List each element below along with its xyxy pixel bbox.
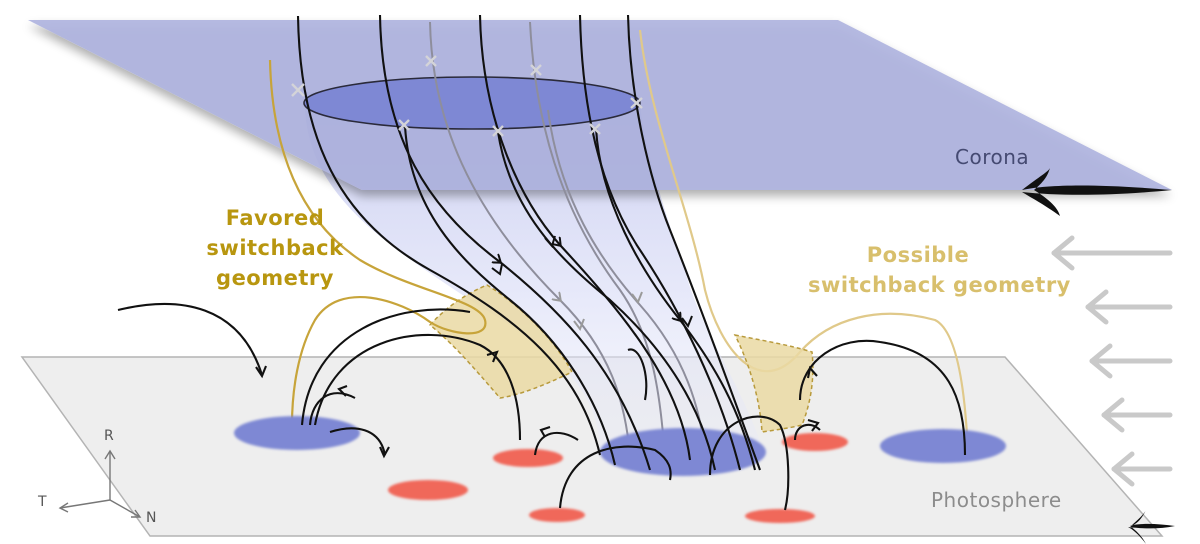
open-line-2 [378, 14, 652, 471]
coordinate-axes [58, 449, 142, 518]
negative-patch-5 [745, 509, 815, 523]
t-axis-label: T [38, 494, 47, 510]
left-arrow-icon [1101, 397, 1173, 433]
r-axis-label: R [104, 428, 114, 444]
favored-switchback-line [268, 59, 487, 426]
reconnection-points [291, 55, 643, 137]
x-mark-icon [398, 119, 410, 131]
field-direction-arrows [491, 235, 693, 332]
n-axis-label: N [146, 510, 157, 526]
open-line-5 [496, 131, 717, 471]
x-mark-icon [492, 125, 504, 137]
x-mark-icon [530, 64, 542, 76]
photosphere-label: Photosphere [931, 488, 1062, 512]
possible-switchback-region [733, 333, 814, 433]
positive-patch-right [880, 429, 1006, 463]
polarity-patches [234, 416, 1006, 523]
x-mark-icon [589, 123, 601, 135]
possible-label-line-2: switchback geometry [808, 273, 1071, 297]
favored-switchback-label: Favored switchback geometry [200, 203, 350, 293]
closed-loops [117, 302, 967, 511]
open-line-4 [478, 14, 692, 461]
loop-to-negative-1 [329, 427, 387, 456]
loop-center-left [558, 445, 672, 509]
open-line-1 [296, 15, 602, 456]
loop-small-center [533, 431, 579, 456]
open-line-3 [403, 125, 617, 466]
left-arrow-icon [1111, 451, 1173, 487]
favored-label-line-3: geometry [216, 266, 334, 290]
x-mark-icon [425, 55, 437, 67]
loop-incoming-left [117, 302, 264, 376]
loop-tiny-right [793, 423, 821, 441]
open-line-7 [594, 127, 757, 471]
loop-spine [627, 348, 648, 401]
possible-label-line-1: Possible [866, 243, 970, 267]
open-line-8 [626, 14, 761, 471]
solar-wind-flow-arrows [1051, 235, 1173, 487]
negative-patch-1 [388, 480, 468, 500]
negative-patch-4 [782, 433, 848, 451]
corona-label: Corona [955, 145, 1030, 169]
positive-patch-center [600, 428, 766, 476]
positive-patch-left [234, 416, 360, 450]
open-field-lines [296, 14, 761, 471]
left-arrow-icon [1085, 289, 1173, 325]
left-arrow-icon [1051, 235, 1173, 271]
negative-patch-3 [529, 508, 585, 522]
photosphere-rotation-arrow [1128, 510, 1175, 544]
loop-tall-left [300, 308, 471, 426]
favored-switchback-region [428, 284, 574, 399]
loop-right [798, 339, 967, 456]
t-axis [59, 499, 111, 509]
x-mark-icon [630, 97, 643, 109]
open-line-6 [578, 14, 742, 471]
loop-center-right [708, 415, 790, 511]
favored-label-line-1: Favored [225, 206, 325, 230]
left-arrow-icon [1089, 343, 1173, 379]
corona-rotation-arrow [1022, 168, 1172, 216]
x-mark-icon [291, 83, 305, 97]
favored-label-line-2: switchback [206, 236, 344, 260]
negative-patch-2 [493, 449, 563, 467]
possible-switchback-label: Possible switchback geometry [808, 240, 1071, 300]
loop-to-switchback [313, 333, 522, 441]
n-axis [109, 499, 141, 518]
